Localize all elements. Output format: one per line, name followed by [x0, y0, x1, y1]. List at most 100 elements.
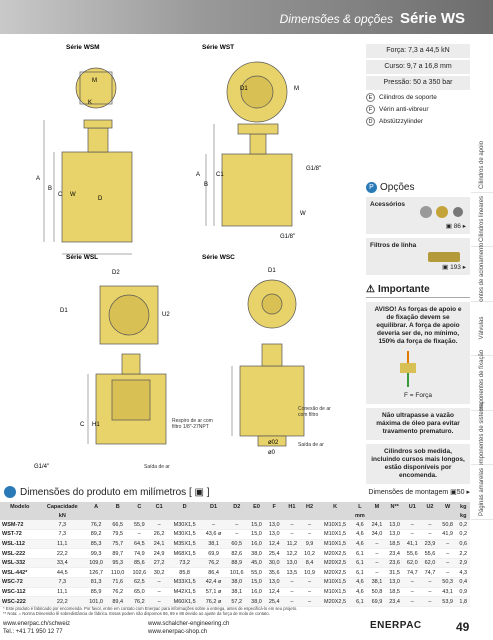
table-cell: 0,2	[456, 529, 470, 540]
table-cell: –	[150, 596, 168, 607]
table-cell: 81,3	[85, 577, 108, 588]
table-cell: 66,5	[107, 520, 129, 531]
custom-cylinders-note: Cilindros sob medida, incluindo cursos m…	[366, 444, 470, 484]
options-icon: P	[366, 182, 377, 193]
side-tab[interactable]: Fontes de acionamento	[471, 242, 493, 305]
table-cell: 38,0	[225, 577, 248, 588]
table-cell: –	[300, 596, 319, 607]
table-cell: M42X1,5	[167, 587, 202, 598]
table-cell: 2,2	[456, 548, 470, 559]
table-header-cell: L	[351, 502, 369, 511]
table-cell: 38,0	[247, 596, 266, 607]
table-cell: 4,3	[456, 567, 470, 579]
header-subtitle: Dimensões & opções	[279, 12, 393, 26]
table-cell: 44,5	[39, 567, 86, 579]
table-cell: 8,4	[300, 558, 319, 569]
table-cell: 4,6	[351, 577, 369, 588]
table-cell: 13,0	[385, 529, 404, 540]
filters-page-ref[interactable]: ▣ 193 ▸	[442, 264, 466, 271]
table-cell: 85,8	[167, 567, 202, 579]
table-unit-cell	[283, 511, 301, 520]
table-header-cell: D2	[225, 502, 248, 511]
side-tab[interactable]: Cilindros de apoio	[471, 138, 493, 193]
dim-label-u2: U2	[162, 312, 170, 318]
table-cell: 74,9	[128, 548, 151, 559]
table-cell: M20X2,5	[318, 596, 352, 607]
table-unit-cell	[85, 511, 108, 520]
model-cell: WSC-72	[0, 577, 40, 588]
table-cell: 102,6	[128, 567, 151, 579]
table-cell: 41,1	[403, 539, 422, 550]
table-cell: –	[225, 520, 248, 531]
model-cell: WSL-442*	[0, 567, 40, 579]
table-cell: –	[403, 596, 422, 607]
table-cell: –	[438, 539, 457, 550]
filter-image	[428, 252, 460, 262]
table-cell: 30,2	[150, 567, 168, 579]
model-cell: WSC-222	[0, 596, 40, 607]
table-cell: 85,9	[85, 587, 108, 598]
table-cell: 85,3	[85, 539, 108, 550]
table-cell: –	[403, 520, 422, 531]
accessories-page-ref[interactable]: ▣ 86 ▸	[445, 223, 466, 230]
table-unit-cell	[167, 511, 202, 520]
side-tab[interactable]: Componentes de sistema	[471, 403, 493, 471]
table-cell: –	[150, 577, 168, 588]
table-cell: 95,3	[107, 558, 129, 569]
side-tab[interactable]: Cilindros lineares	[471, 192, 493, 247]
table-cell: 24,9	[150, 548, 168, 559]
table-cell: 76,2	[85, 520, 108, 531]
dim-label-c-wsl: C	[80, 422, 85, 428]
table-cell: 18,5	[385, 539, 404, 550]
note-air-outlet2: Saída de ar	[298, 442, 324, 448]
table-header-cell: E0	[247, 502, 266, 511]
table-cell: 22,2	[39, 548, 86, 559]
filters-box: Filtros de linha ▣ 193 ▸	[366, 238, 470, 275]
dim-label-c1: C1	[216, 172, 224, 178]
table-cell: 74,7	[403, 567, 422, 579]
model-cell: WSL-222	[0, 548, 40, 559]
table-cell: 75,7	[107, 539, 129, 550]
table-cell: 50,8	[438, 520, 457, 531]
side-tab[interactable]: Válvulas	[471, 301, 493, 356]
table-unit-cell	[128, 511, 151, 520]
table-unit-cell	[438, 511, 457, 520]
table-cell: 13,5	[283, 567, 301, 579]
side-tab[interactable]: Páginas amarelas	[471, 465, 493, 520]
accessories-box: Acessórios ▣ 86 ▸	[366, 197, 470, 234]
side-tab[interactable]: Componentes de fixação	[471, 350, 493, 416]
table-cell: M30X1,5	[167, 520, 202, 531]
table-cell: M30X1,5	[167, 529, 202, 540]
table-header-cell: C1	[150, 502, 168, 511]
table-cell: M20X2,5	[318, 567, 352, 579]
table-cell: –	[368, 567, 386, 579]
table-cell: 33,4	[39, 558, 86, 569]
table-cell: 15,0	[247, 577, 266, 588]
mounting-dims-ref[interactable]: Dimensões de montagem ▣50 ▸	[368, 489, 470, 496]
table-cell: –	[421, 587, 439, 598]
table-cell: 31,5	[385, 567, 404, 579]
table-header-cell: H1	[283, 502, 301, 511]
table-cell: 11,1	[39, 587, 86, 598]
table-unit-cell	[368, 511, 386, 520]
table-cell: –	[128, 529, 151, 540]
footer-contact2: www.schalcher-engineering.ch www.enerpac…	[148, 621, 230, 635]
table-cell: 126,7	[85, 567, 108, 579]
section-title: Dimensões do produto em milímetros [ ▣ ]	[20, 487, 210, 498]
table-cell: 26,2	[150, 529, 168, 540]
table-unit-cell	[150, 511, 168, 520]
table-cell: 73,2	[167, 558, 202, 569]
dim-label-h1: H1	[92, 422, 100, 428]
table-cell: 4,6	[351, 529, 369, 540]
table-cell: 10,2	[300, 548, 319, 559]
table-cell: M10X1,5	[318, 587, 352, 598]
wsm-side-view	[61, 151, 133, 243]
dimensions-section: Dimensões do produto em milímetros [ ▣ ]…	[0, 486, 470, 500]
page-number: 49	[456, 620, 470, 634]
dim-label-k: K	[88, 100, 93, 106]
dim-label-d2: D2	[112, 270, 120, 276]
